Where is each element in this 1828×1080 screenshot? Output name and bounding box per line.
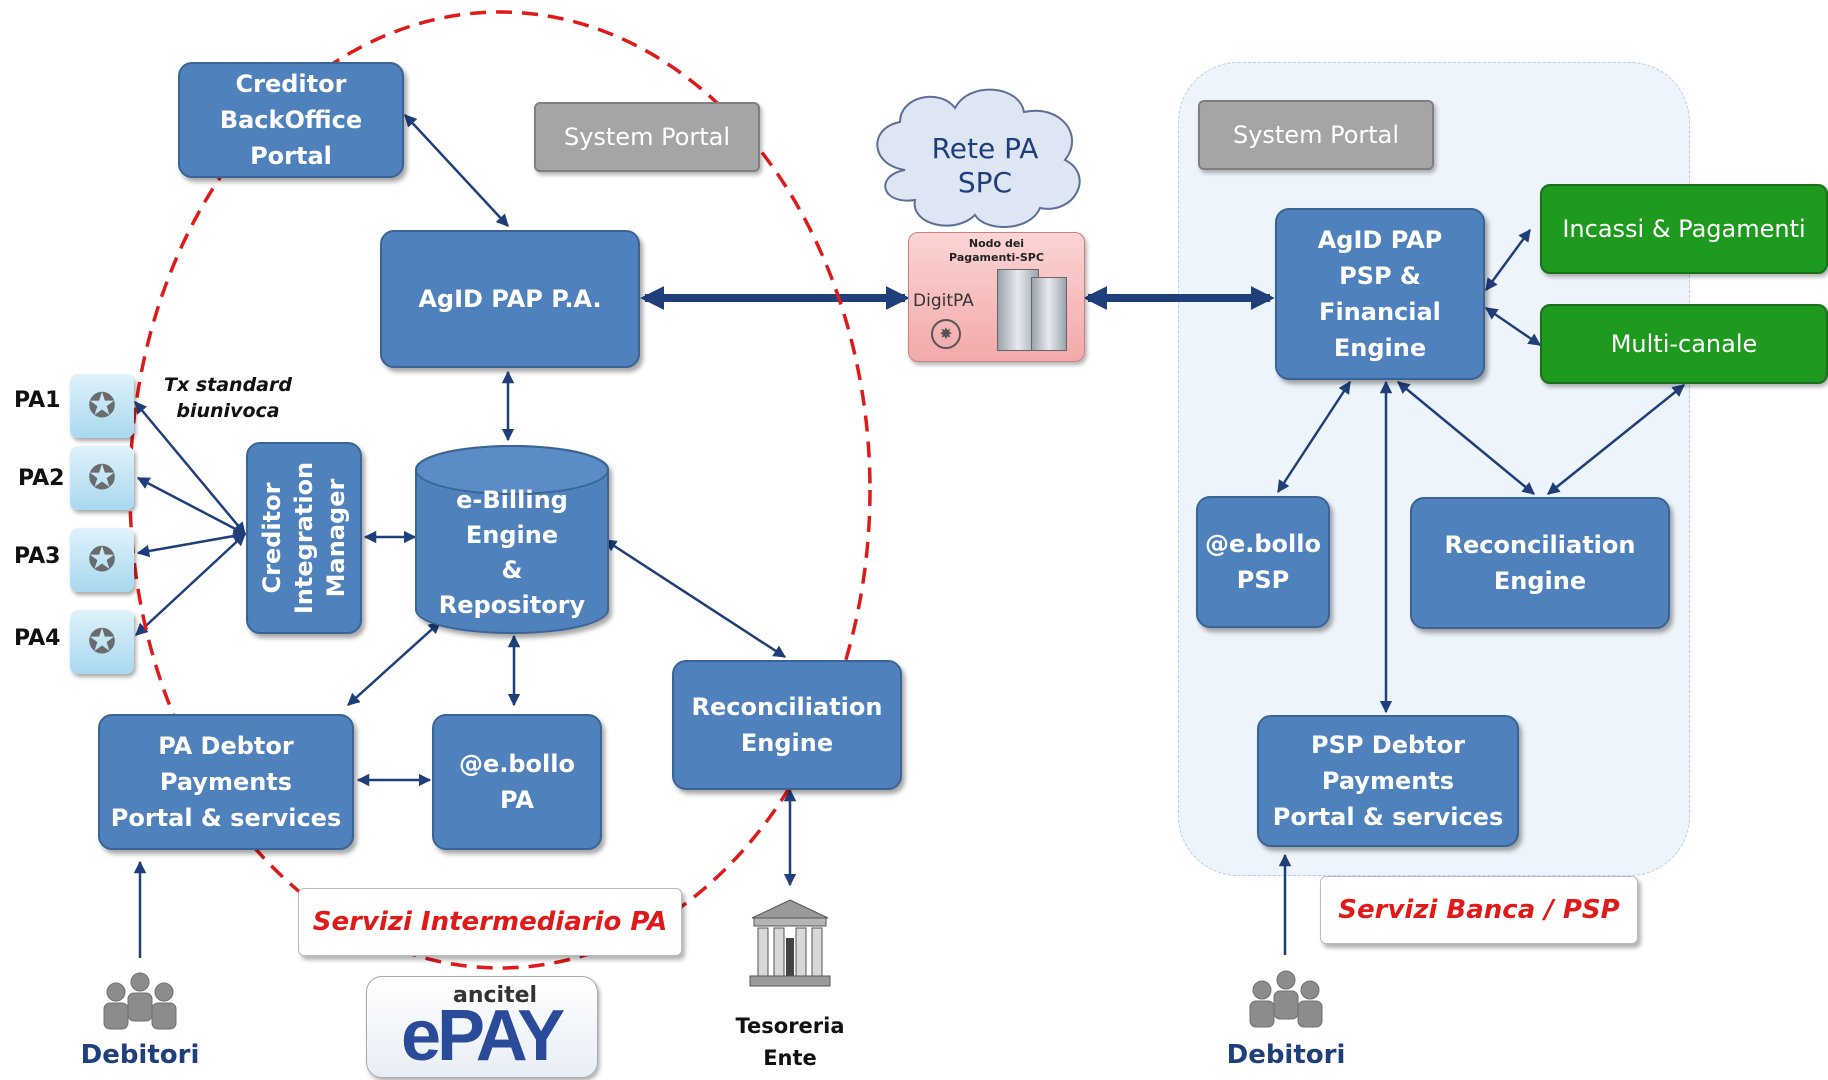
tesoreria-label: Tesoreria Ente (735, 1014, 845, 1070)
ebollo-pa[interactable]: @e.bollo PA (432, 714, 602, 850)
reconciliation-engine-right[interactable]: Reconciliation Engine (1410, 497, 1670, 629)
emblem-icon: ✸ (931, 319, 961, 349)
people-group-icon (1238, 968, 1334, 1038)
pa2-label: PA2 (18, 466, 65, 491)
cloud-icon (876, 88, 1081, 228)
system-portal-right[interactable]: System Portal (1198, 100, 1434, 170)
ebilling-engine-repository[interactable]: e-Billing Engine & Repository (415, 445, 609, 634)
agid-pap-pa[interactable]: AgID PAP P.A. (380, 230, 640, 368)
pa4-label: PA4 (14, 626, 61, 651)
ebollo-psp[interactable]: @e.bollo PSP (1196, 496, 1330, 628)
debitori-right-label: Debitori (1226, 1040, 1346, 1070)
arrow-agidpsp-reconciliation (1397, 381, 1535, 495)
people-group-svg (1249, 970, 1323, 1028)
bank-building-icon (748, 898, 832, 988)
italian-emblem-icon: ✪ (70, 610, 134, 674)
arrow-ebilling-reconciliation (603, 538, 787, 659)
creditor-backoffice-portal[interactable]: Creditor BackOffice Portal (178, 62, 404, 178)
debitori-left-label: Debitori (80, 1040, 200, 1070)
arrow-multicanale-reconciliation (1547, 384, 1685, 495)
server-icon-2 (1031, 277, 1067, 351)
digitpa-logo: DigitPA (913, 291, 974, 311)
arrow-cim-pa2 (136, 476, 247, 536)
people-group-svg (103, 972, 177, 1030)
multi-canale[interactable]: Multi-canale (1540, 304, 1828, 384)
people-group-icon (92, 970, 188, 1040)
agid-pap-psp-financial-engine[interactable]: AgID PAP PSP & Financial Engine (1275, 208, 1485, 380)
epay-mark: ePAY (401, 996, 565, 1076)
pa-debtor-payments-portal[interactable]: PA Debtor Payments Portal & services (98, 714, 354, 850)
arrow-agidpsp-multicanale (1484, 306, 1542, 347)
italian-emblem-icon: ✪ (70, 374, 134, 438)
epay-logo: ancitel ePAY (366, 976, 598, 1078)
reconciliation-engine-left[interactable]: Reconciliation Engine (672, 660, 902, 790)
cloud-label: Rete PA SPC (931, 132, 1039, 199)
servizi-intermediario-pa-tag: Servizi Intermediario PA (298, 888, 682, 956)
bank-building-svg (749, 899, 831, 987)
italian-emblem-icon: ✪ (70, 528, 134, 592)
arrow-cim-pa4 (135, 533, 246, 636)
psp-debtor-payments-portal[interactable]: PSP Debtor Payments Portal & services (1257, 715, 1519, 847)
nodo-pagamenti: Nodo dei Pagamenti-SPC DigitPA ✸ (908, 232, 1085, 362)
arrow-backoffice-agid (404, 114, 509, 227)
servizi-banca-psp-tag: Servizi Banca / PSP (1320, 876, 1638, 944)
arrow-agidpsp-incassi (1484, 228, 1532, 292)
cylinder-top (415, 445, 609, 495)
creditor-integration-manager[interactable]: Creditor Integration Manager (246, 442, 362, 634)
system-portal-left[interactable]: System Portal (534, 102, 760, 172)
pa3-label: PA3 (14, 544, 61, 569)
arrow-agidpsp-ebollopsp (1276, 380, 1352, 494)
arrow-ebilling-padebtor (347, 621, 441, 706)
tx-note: Tx standard biunivoca (164, 374, 292, 422)
incassi-pagamenti[interactable]: Incassi & Pagamenti (1540, 184, 1828, 274)
italian-emblem-icon: ✪ (70, 446, 134, 510)
pa1-label: PA1 (14, 388, 61, 413)
